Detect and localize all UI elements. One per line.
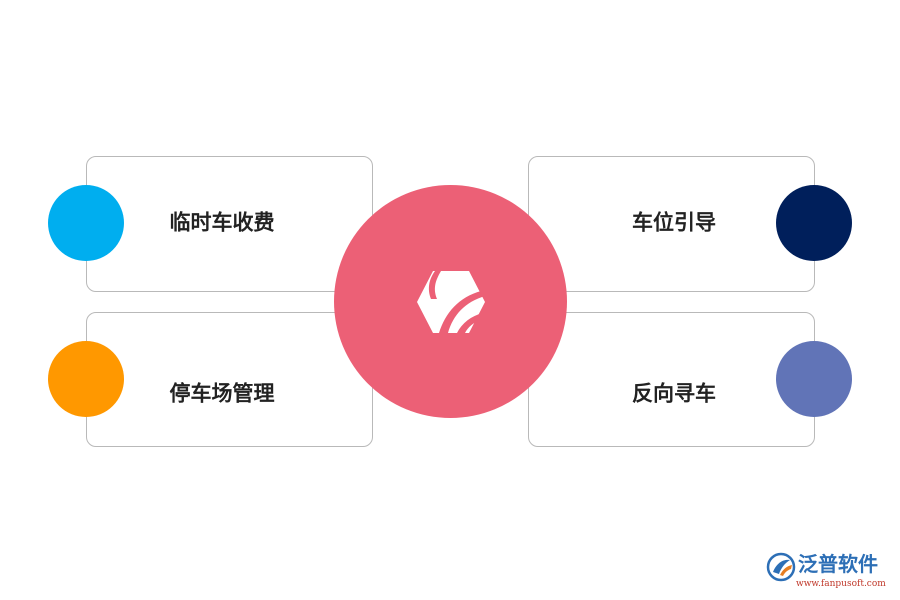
card-space-guidance	[528, 156, 815, 292]
watermark: 泛普软件 www.fanpusoft.com	[766, 550, 896, 596]
watermark-url: www.fanpusoft.com	[796, 579, 886, 589]
center-hub-circle	[334, 185, 567, 418]
watermark-brand-name: 泛普软件	[798, 552, 878, 576]
dot-temporary-parking-fee	[48, 185, 124, 261]
label-reverse-car-finding: 反向寻车	[632, 381, 716, 406]
card-temporary-parking-fee	[86, 156, 373, 292]
fanpu-logo-icon	[766, 552, 796, 582]
card-parking-lot-management	[86, 312, 373, 447]
dot-parking-lot-management	[48, 341, 124, 417]
label-parking-lot-management: 停车场管理	[169, 381, 275, 406]
label-temporary-parking-fee: 临时车收费	[169, 210, 275, 235]
card-reverse-car-finding	[528, 312, 815, 447]
label-space-guidance: 车位引导	[632, 210, 716, 235]
dot-space-guidance	[776, 185, 852, 261]
fanpu-hexagon-logo-icon	[416, 270, 485, 333]
dot-reverse-car-finding	[776, 341, 852, 417]
